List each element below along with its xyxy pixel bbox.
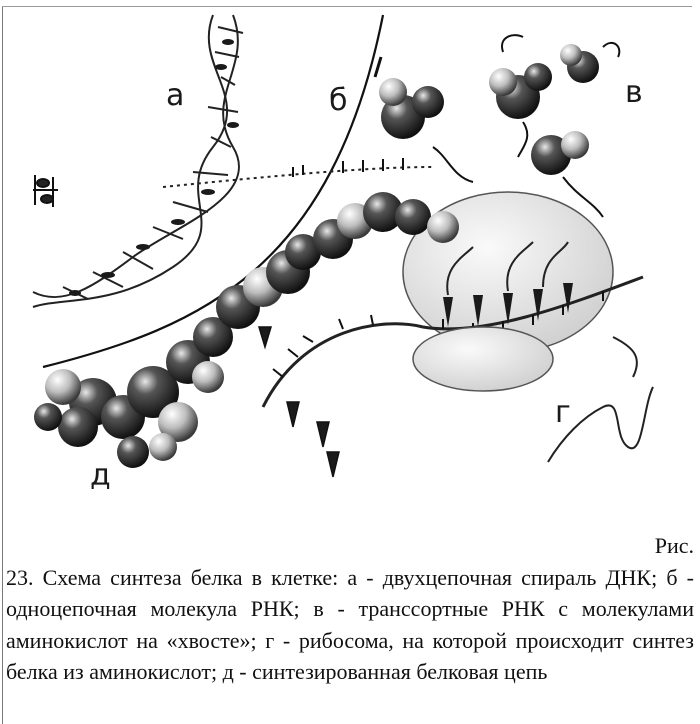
label-g: г — [555, 395, 571, 430]
caption-prefix: Рис. — [6, 530, 694, 562]
trna-icon-left — [33, 175, 58, 207]
ribosome-g-curve-2 — [613, 337, 637, 377]
er-line — [163, 167, 433, 187]
protein-chain — [34, 192, 459, 468]
caption-text: 23. Схема синтеза белка в клетке: а - дв… — [6, 565, 694, 685]
ribosome-small — [413, 327, 553, 391]
rna-strand-short — [375, 57, 381, 77]
label-v: в — [625, 75, 643, 110]
dna-helix — [33, 15, 243, 307]
label-b: б — [329, 83, 348, 118]
dna-bases — [69, 39, 239, 296]
figure-caption: Рис. 23. Схема синтеза белка в клетке: а… — [6, 530, 694, 688]
lower-trnas — [259, 327, 339, 477]
label-d: д — [90, 458, 111, 493]
label-a: а — [166, 78, 184, 113]
protein-synthesis-figure: а б в г д — [3, 7, 700, 527]
